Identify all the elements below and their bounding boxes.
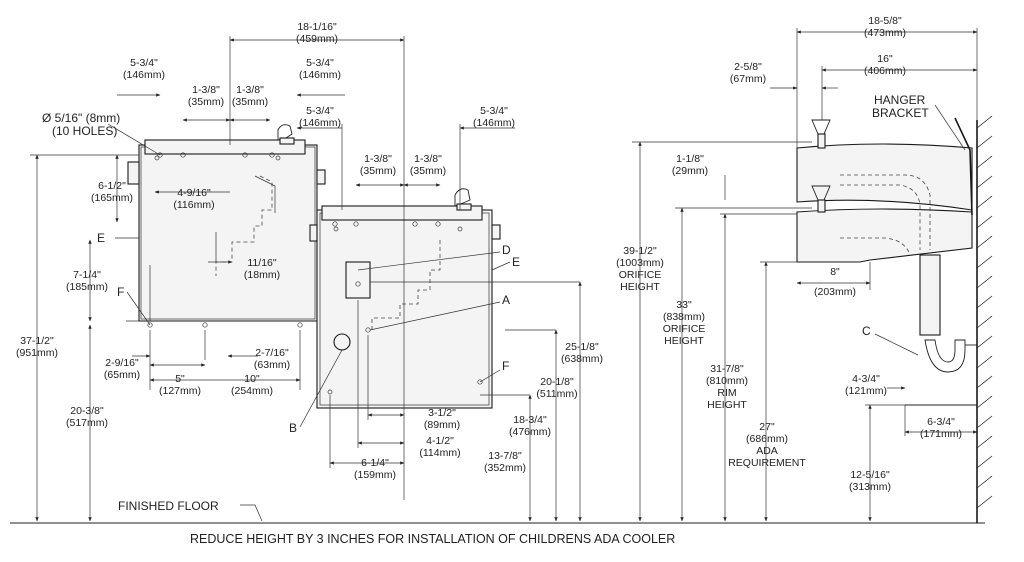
dim-4-1-2: 4-1/2"(114mm): [419, 435, 460, 459]
callout-f-left: F: [117, 285, 124, 299]
dim-2-5-8: 2-5/8"(67mm): [730, 61, 766, 85]
callout-b: B: [289, 421, 297, 435]
dim-5-3-4-mid: 5-3/4"(146mm): [299, 105, 341, 129]
dim-2-7-16: 2-7/16"(63mm): [254, 347, 290, 371]
dim-6-1-2: 6-1/2"(165mm): [91, 180, 133, 204]
dim-18-5-8: 18-5/8"(473mm): [864, 15, 906, 39]
dim-6-3-4: 6-3/4"(171mm): [920, 416, 962, 440]
dim-18-1-16: 18-1/16"(459mm): [296, 21, 338, 45]
dim-37-1-2: 37-1/2"(951mm): [16, 335, 58, 359]
callout-e-left: E: [97, 231, 105, 245]
callout-c: C: [862, 324, 871, 338]
dim-8: 8"(203mm): [814, 266, 856, 298]
dim-13-7-8: 13-7/8"(352mm): [484, 450, 526, 474]
dim-4-3-4: 4-3/4"(121mm): [845, 373, 887, 397]
dim-18-3-4: 18-3/4"(476mm): [509, 414, 551, 438]
reduce-height-note: REDUCE HEIGHT BY 3 INCHES FOR INSTALLATI…: [190, 532, 675, 546]
dim-6-1-4: 6-1/4"(159mm): [354, 457, 396, 481]
side-view: [796, 115, 993, 523]
dimension-labels: 18-1/16"(459mm) 5-3/4"(146mm) 5-3/4"(146…: [16, 15, 962, 493]
dim-20-1-8: 20-1/8"(511mm): [536, 376, 577, 400]
dim-5-3-4-right: 5-3/4"(146mm): [473, 105, 515, 129]
dim-11-16: 11/16"(18mm): [244, 257, 280, 281]
dimension-lines: [30, 28, 978, 522]
dim-1-3-8-mid-2: 1-3/8"(35mm): [410, 153, 446, 177]
low-cooler-front-view: [309, 188, 501, 409]
dim-1-3-8-mid-1: 1-3/8"(35mm): [360, 153, 396, 177]
dim-1-3-8-left-1: 1-3/8"(35mm): [188, 84, 224, 108]
callout-e-right: E: [512, 255, 520, 269]
callout-a: A: [502, 293, 510, 307]
dim-25-1-8: 25-1/8"(638mm): [561, 341, 603, 365]
dim-5: 5"(127mm): [159, 373, 201, 397]
dim-1-3-8-left-2: 1-3/8"(35mm): [232, 84, 268, 108]
dim-5-3-4-top-left: 5-3/4"(146mm): [123, 57, 165, 81]
dim-2-9-16: 2-9/16"(65mm): [104, 357, 140, 381]
dim-7-1-4: 7-1/4"(185mm): [66, 269, 108, 293]
dim-3-1-2: 3-1/2"(89mm): [424, 407, 460, 431]
dim-12-5-16: 12-5/16"(313mm): [849, 469, 891, 493]
dim-10: 10"(254mm): [231, 373, 273, 397]
dim-20-3-8: 20-3/8"(517mm): [66, 405, 108, 429]
dim-16: 16"(406mm): [864, 53, 906, 77]
hole-diameter-label: Ø 5/16" (8mm)(10 HOLES): [42, 111, 120, 138]
dim-1-1-8: 1-1/8"(29mm): [672, 153, 708, 177]
dim-5-3-4-top-right: 5-3/4"(146mm): [299, 57, 341, 81]
dim-4-9-16: 4-9/16"(116mm): [173, 187, 214, 211]
finished-floor-label: FINISHED FLOOR: [118, 499, 219, 513]
high-cooler-front-view: [126, 124, 326, 328]
finished-floor-leader: [240, 504, 263, 522]
callout-f-right: F: [502, 359, 509, 373]
callout-d: D: [502, 243, 511, 257]
